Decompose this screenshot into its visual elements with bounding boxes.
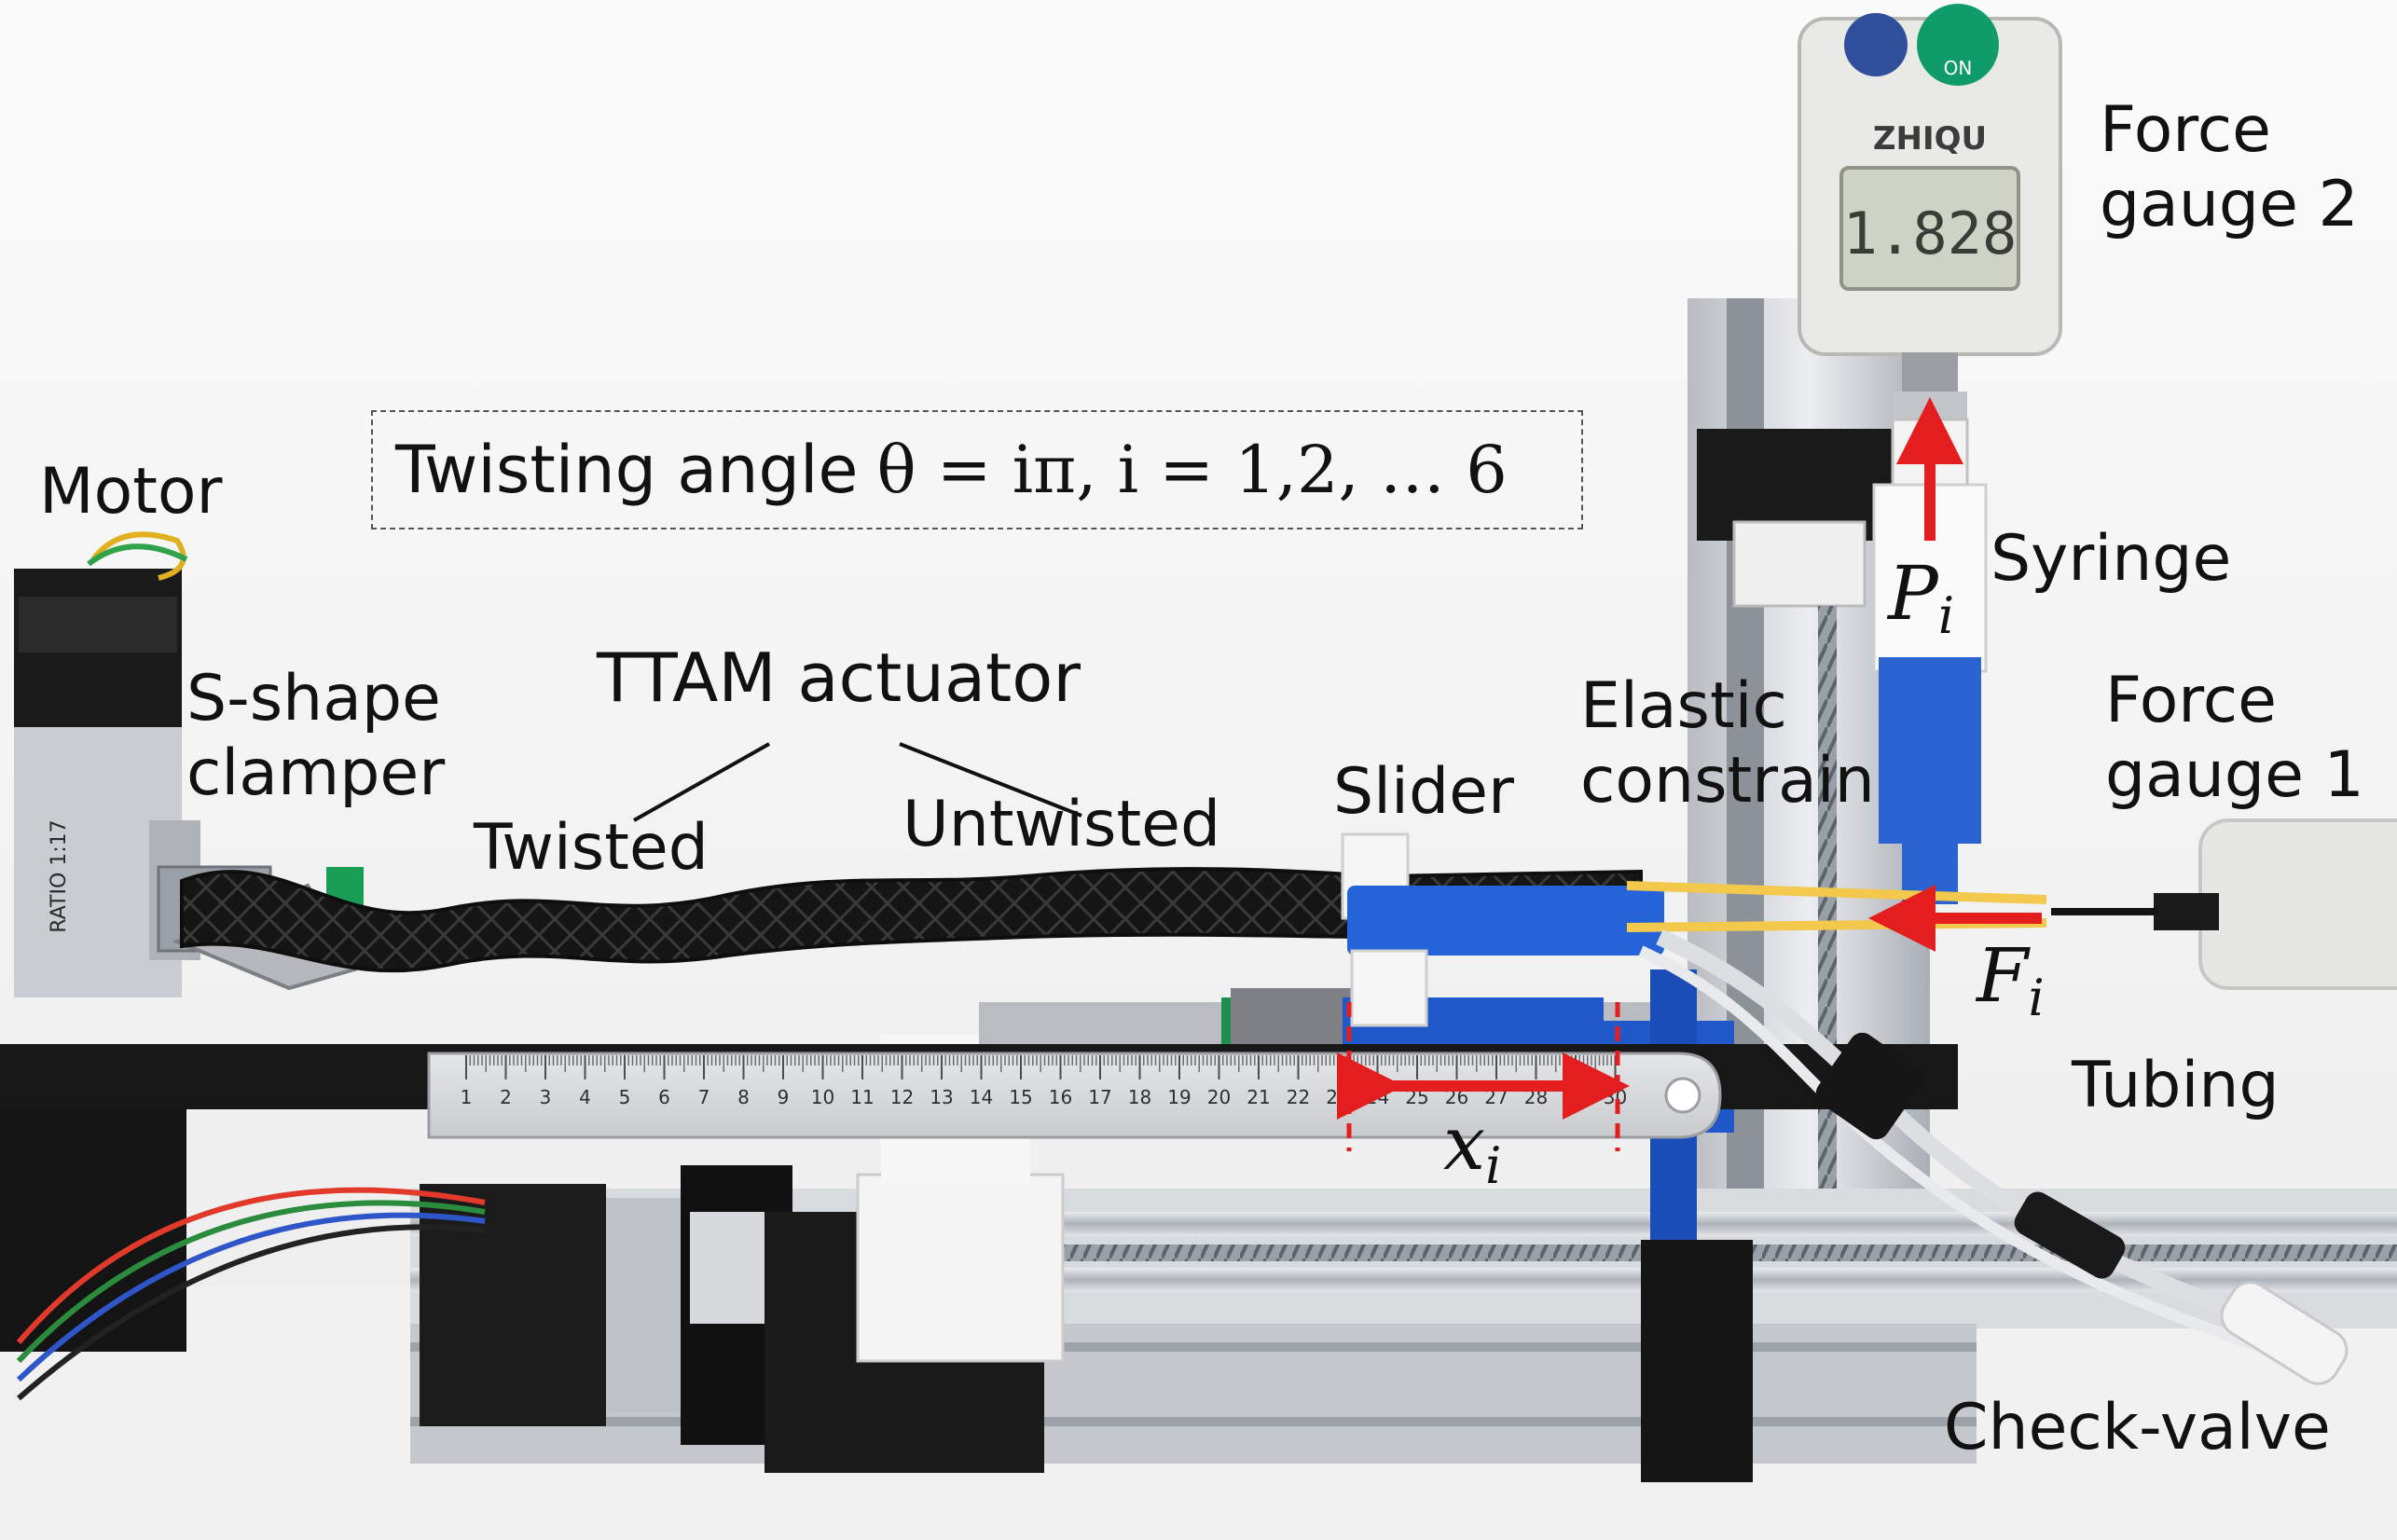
ruler-tick-label: 19 [1167, 1086, 1191, 1108]
ruler-tick-label: 6 [658, 1086, 670, 1108]
label-elastic-constrain: Elastic constrain [1580, 669, 1875, 818]
label-elastic-constrain-line2: constrain [1580, 744, 1875, 818]
ruler-tick-label: 20 [1207, 1086, 1231, 1108]
label-s-shape-clamper-line1: S-shape [186, 662, 441, 736]
label-s-shape-clamper-line2: clamper [186, 736, 446, 811]
symbol-pressure: Pi [1888, 550, 1954, 645]
ruler-tick-label: 14 [970, 1086, 993, 1108]
ruler-tick-label: 13 [930, 1086, 953, 1108]
label-motor: Motor [39, 455, 223, 529]
ruler-tick-label: 21 [1247, 1086, 1270, 1108]
ruler-tick-label: 9 [778, 1086, 790, 1108]
label-elastic-constrain-line1: Elastic [1580, 669, 1787, 743]
ruler-tick-label: 23 [1326, 1086, 1349, 1108]
ruler-tick-label: 22 [1287, 1086, 1310, 1108]
ruler-tick-label: 1 [461, 1086, 473, 1108]
motor-ratio-text: RATIO 1:17 [48, 819, 71, 932]
symbol-force: Fi [1977, 932, 2045, 1027]
measurement-arrows [1337, 397, 2042, 1120]
ruler-tick-label: 8 [737, 1086, 750, 1108]
ruler-tick-label: 4 [579, 1086, 591, 1108]
label-force-gauge-2: Force gauge 2 [2100, 93, 2359, 242]
ruler-tick-label: 3 [540, 1086, 552, 1108]
symbol-force-sub: i [2028, 969, 2045, 1028]
label-slider: Slider [1333, 755, 1514, 829]
label-check-valve: Check-valve [1944, 1391, 2331, 1464]
twisting-angle-formula: θ = iπ, i = 1,2, … 6 [876, 432, 1508, 508]
base-stepper-motor [420, 1165, 792, 1445]
ruler-tick-label: 10 [811, 1086, 834, 1108]
force-gauge-2-device: ON ZHIQU 1.828 [1798, 4, 2062, 425]
ruler-tick-label: 7 [698, 1086, 710, 1108]
ruler-tick-label: 12 [890, 1086, 914, 1108]
ttam-leader-lines [633, 742, 1082, 822]
label-force-gauge-2-line2: gauge 2 [2100, 168, 2359, 242]
label-twisted: Twisted [474, 811, 709, 885]
gauge-reading-text: 1.828 [1843, 199, 2018, 268]
ttam-actuator [180, 867, 1643, 973]
label-s-shape-clamper: S-shape clamper [186, 662, 445, 811]
symbol-displacement: xi [1443, 1100, 1501, 1195]
symbol-displacement-main: x [1443, 1100, 1486, 1187]
ruler-tick-label: 15 [1009, 1086, 1032, 1108]
ruler-tick-label: 17 [1088, 1086, 1111, 1108]
ruler-tick-label: 18 [1128, 1086, 1151, 1108]
label-untwisted: Untwisted [902, 788, 1221, 861]
label-force-gauge-1: Force gauge 1 [2105, 664, 2364, 813]
ruler-tick-label: 16 [1049, 1086, 1072, 1108]
label-syringe: Syringe [1991, 522, 2232, 596]
tubing-lines [1638, 928, 2349, 1385]
control-box [0, 1109, 486, 1401]
gear-motor: RATIO 1:17 [14, 531, 200, 997]
gauge-button-on-text: ON [1944, 57, 1973, 79]
twisting-angle-lead: Twisting angle [395, 432, 859, 508]
ruler-tick-label: 2 [500, 1086, 512, 1108]
label-force-gauge-1-line1: Force [2105, 664, 2277, 737]
label-tubing: Tubing [2072, 1049, 2280, 1122]
gauge-brand-text: ZHIQU [1873, 120, 1987, 158]
ruler-tick-label: 11 [850, 1086, 874, 1108]
force-gauge-1-device [2051, 818, 2397, 990]
slider-block [1341, 832, 1664, 1027]
symbol-pressure-main: P [1888, 550, 1938, 637]
ruler-tick-label: 5 [619, 1086, 631, 1108]
label-force-gauge-1-line2: gauge 1 [2105, 738, 2364, 813]
symbol-pressure-sub: i [1937, 586, 1955, 646]
twisting-angle-annotation: Twisting angle θ = iπ, i = 1,2, … 6 [371, 410, 1583, 529]
label-force-gauge-2-line1: Force [2100, 93, 2271, 167]
symbol-displacement-sub: i [1485, 1136, 1502, 1196]
symbol-force-main: F [1977, 932, 2029, 1019]
label-ttam-actuator: TTAM actuator [597, 639, 1081, 717]
